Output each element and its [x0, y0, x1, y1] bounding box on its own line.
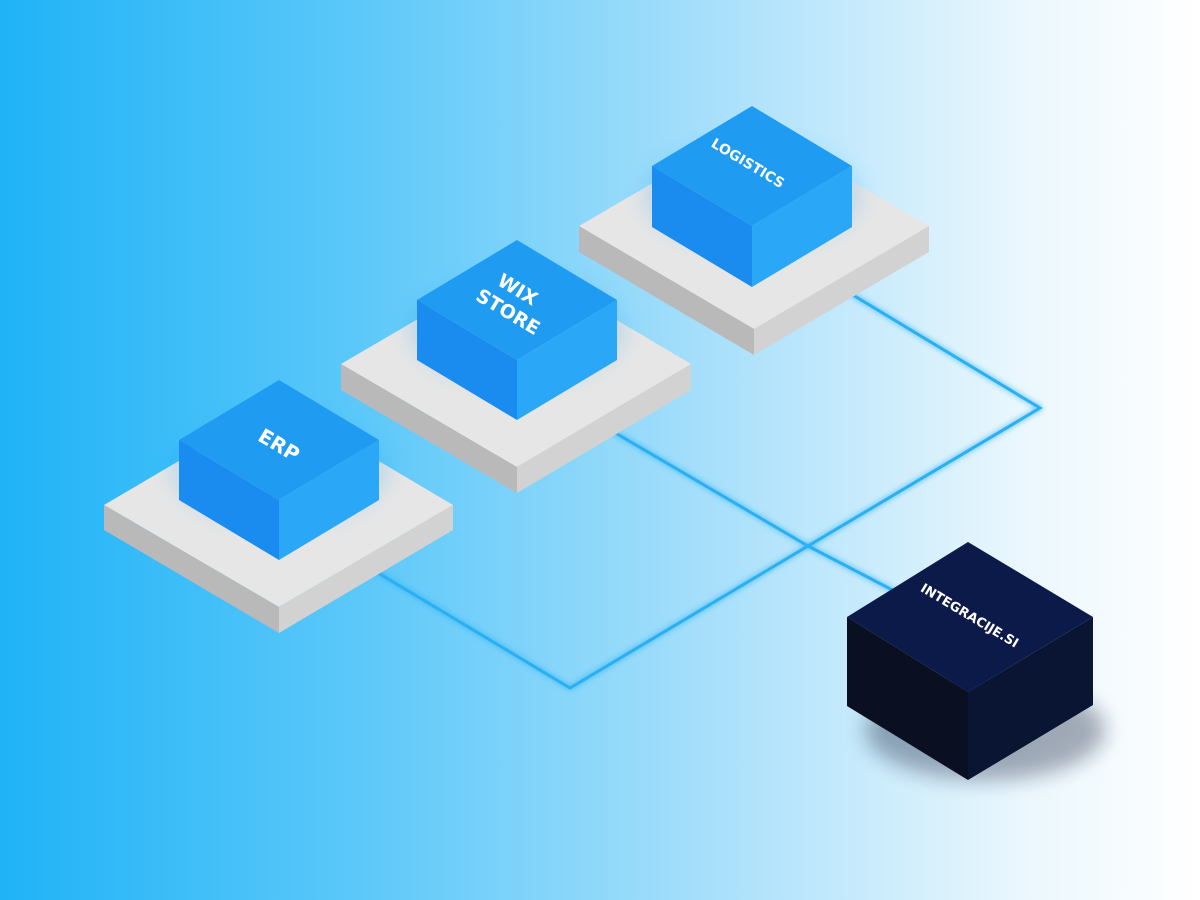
node-logistics: LOGISTICS: [579, 106, 929, 355]
node-erp: ERP: [104, 380, 453, 633]
block-integracije: [847, 542, 1093, 780]
connector-wix-store: [606, 426, 809, 548]
connector-logistics: [807, 287, 1043, 548]
node-wix-store: WIX STORE: [341, 240, 691, 493]
block-wix-store: [417, 240, 617, 420]
connector-lines: [369, 287, 1043, 690]
connector-erp: [369, 544, 903, 690]
block-logistics: [652, 106, 852, 287]
node-integracije: INTEGRACIJE.SI: [847, 542, 1105, 780]
block-erp: [179, 380, 379, 560]
